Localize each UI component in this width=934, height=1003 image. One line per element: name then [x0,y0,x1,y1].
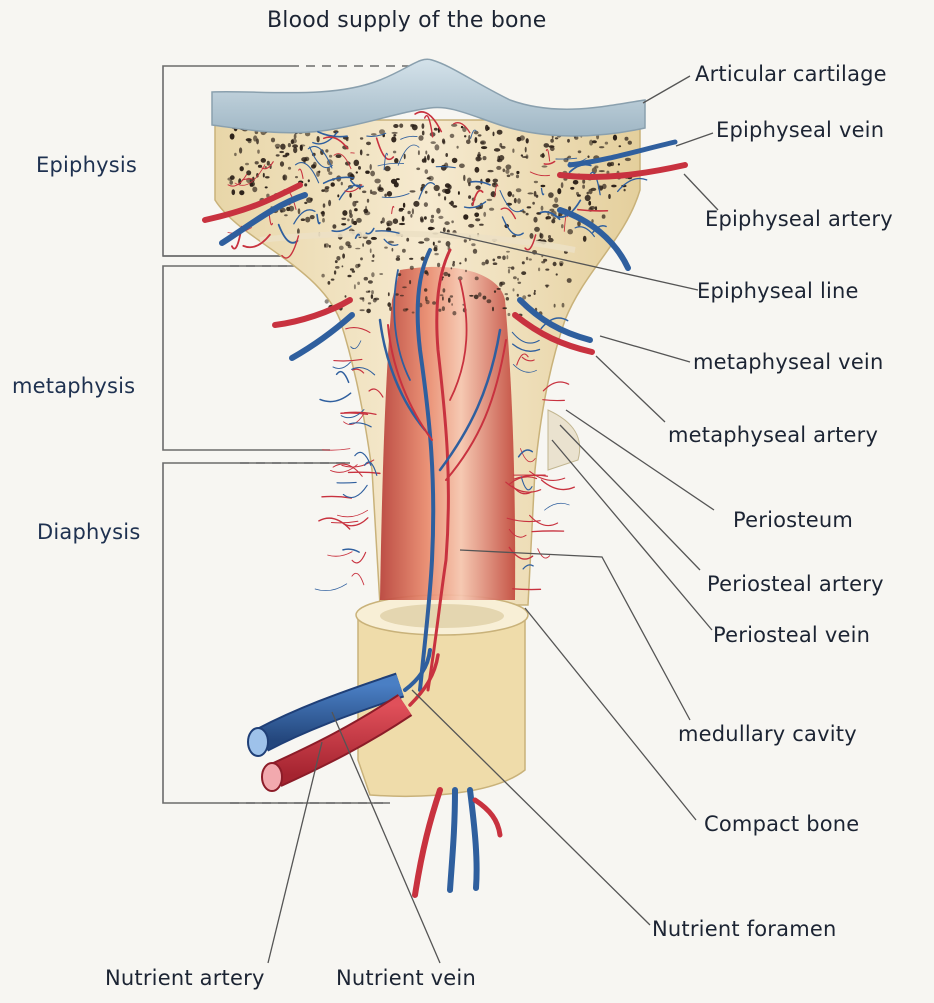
region-label-diaphysis: Diaphysis [37,520,140,544]
leader-articular-cartilage [643,76,690,103]
leader-compact-bone [525,608,696,820]
diaphysis-bracket [163,463,390,803]
region-label-metaphysis: metaphysis [12,374,135,398]
label-compact-bone: Compact bone [704,812,859,836]
leader-epiphyseal-artery [684,174,718,210]
diagram-title: Blood supply of the bone [267,8,547,33]
label-epiphyseal-line: Epiphyseal line [697,279,859,303]
metaphysis-bracket [163,266,330,450]
leader-metaphyseal-vein [600,336,690,362]
leader-epiphyseal-vein [676,133,713,146]
label-medullary-cavity: medullary cavity [678,722,857,746]
label-metaphyseal-vein: metaphyseal vein [693,350,883,374]
leader-metaphyseal-artery [596,356,665,422]
label-periosteum: Periosteum [733,508,853,532]
label-nutrient-artery: Nutrient artery [105,966,265,990]
label-metaphyseal-artery: metaphyseal artery [668,423,878,447]
label-articular-cartilage: Articular cartilage [695,62,887,86]
label-periosteal-artery: Periosteal artery [707,572,884,596]
label-epiphyseal-vein: Epiphyseal vein [716,118,884,142]
label-nutrient-vein: Nutrient vein [336,966,476,990]
label-epiphyseal-artery: Epiphyseal artery [705,207,893,231]
label-periosteal-vein: Periosteal vein [713,623,870,647]
label-nutrient-foramen: Nutrient foramen [652,917,837,941]
region-label-epiphysis: Epiphysis [36,153,137,177]
leader-periosteal-vein [552,440,712,630]
